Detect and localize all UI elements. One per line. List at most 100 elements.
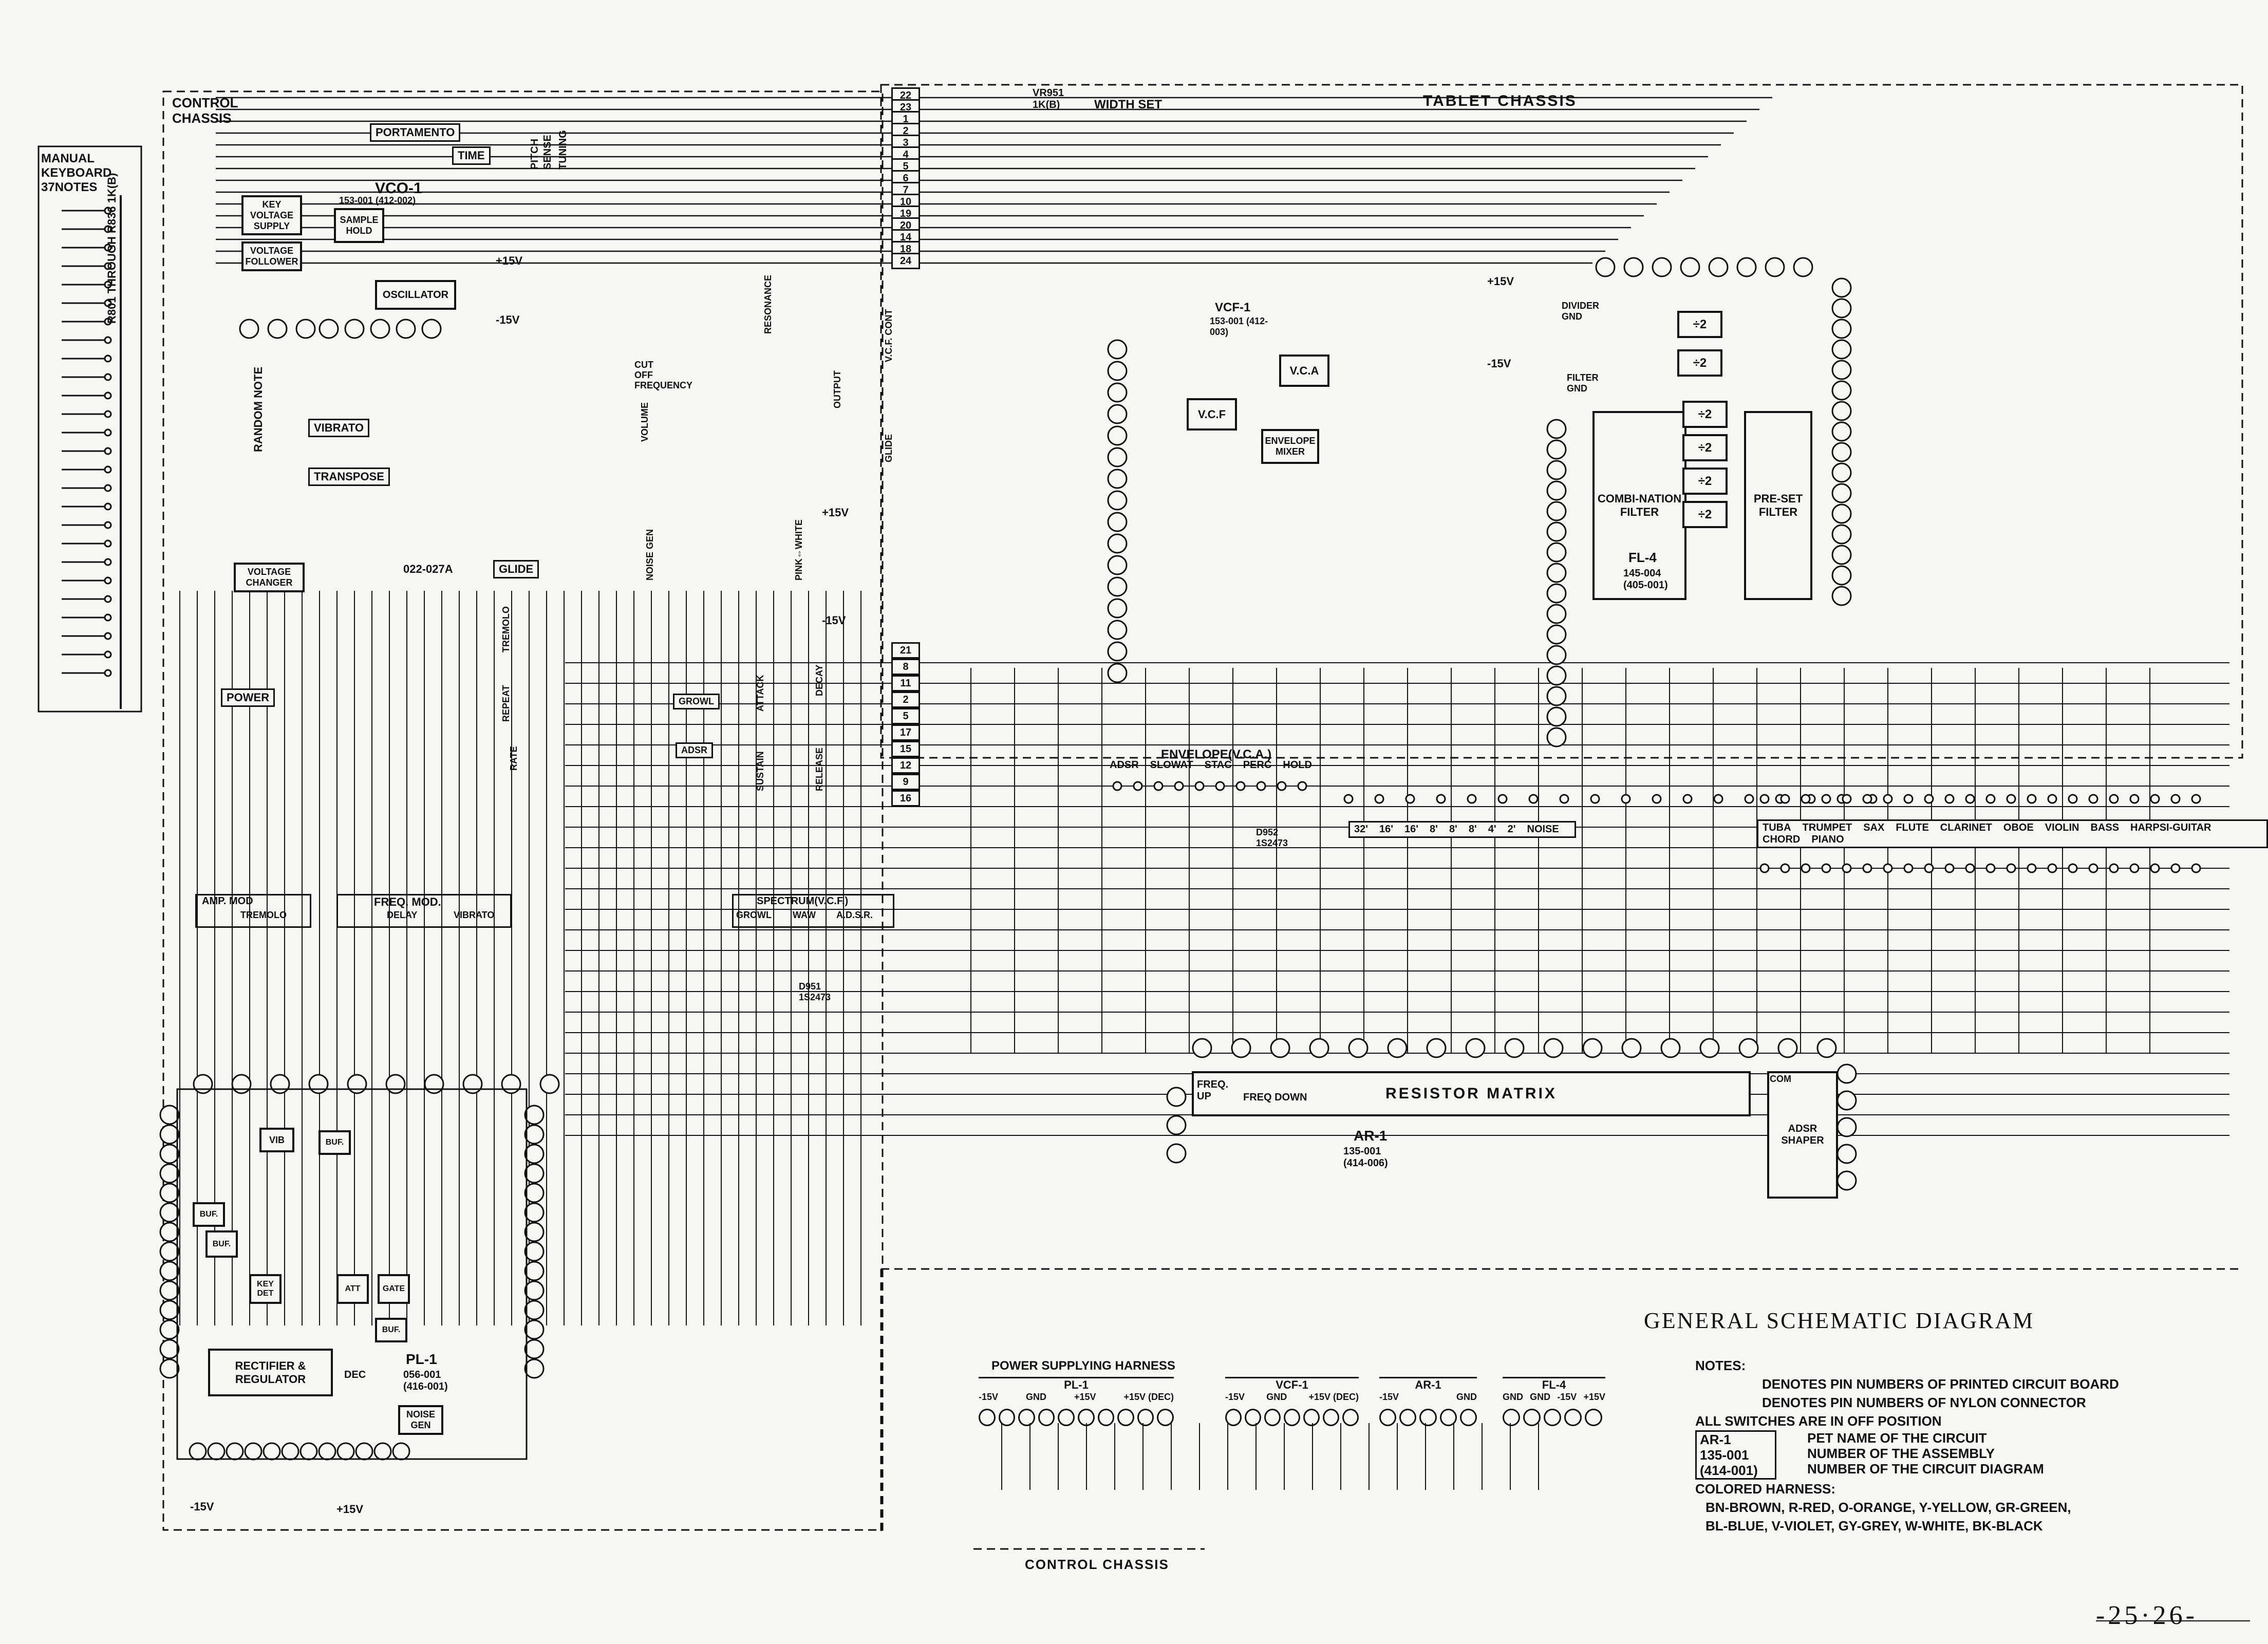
- envelope-switch-3[interactable]: PERC: [1243, 759, 1272, 771]
- envelope-switch-4[interactable]: HOLD: [1283, 759, 1312, 771]
- key-contact-node: [104, 632, 112, 640]
- voice-switch-7[interactable]: BASS: [2090, 822, 2120, 833]
- footage-switch-4[interactable]: 8': [1449, 824, 1457, 835]
- voice-switch-10[interactable]: PIANO: [1811, 834, 1844, 845]
- harness-pin: [1117, 1409, 1134, 1426]
- key-contact-node: [104, 410, 112, 418]
- voice-contact: [2191, 794, 2201, 804]
- vco-pin: [295, 319, 316, 339]
- footage-contact: [1590, 794, 1600, 804]
- pl1-right-pin: [524, 1241, 545, 1262]
- divider-block-4: ÷2: [1682, 434, 1728, 461]
- voice-contact: [1903, 794, 1914, 804]
- power-switch[interactable]: POWER: [221, 688, 275, 707]
- footage-contact: [1713, 794, 1723, 804]
- vibrato-control[interactable]: VIBRATO: [308, 419, 369, 437]
- pl1-bottom-pin: [207, 1442, 226, 1461]
- connector-pin: 16: [891, 790, 920, 807]
- footage-switch-1[interactable]: 16': [1379, 824, 1394, 835]
- footage-contact: [1497, 794, 1508, 804]
- voice-contact-lower: [1965, 863, 1975, 873]
- pl1-top-pin: [539, 1074, 560, 1094]
- manual-keyboard-label: MANUAL KEYBOARD 37NOTES: [41, 152, 112, 194]
- envelope-vca-label: ENVELOPE(V.C.A.): [1161, 748, 1272, 761]
- fl4-top-pin: [1736, 257, 1757, 277]
- voice-contact: [2170, 794, 2181, 804]
- envelope-switch-2[interactable]: STAC: [1204, 759, 1232, 771]
- key-contact-node: [104, 447, 112, 455]
- footage-switch-6[interactable]: 4': [1488, 824, 1496, 835]
- pl1-left-pin: [159, 1124, 180, 1145]
- d952-label: D952 1S2473: [1256, 827, 1288, 848]
- growl-control[interactable]: GROWL: [673, 694, 720, 709]
- footage-switch-3[interactable]: 8': [1430, 824, 1438, 835]
- ar1-top-pin: [1543, 1038, 1564, 1058]
- voice-switch-6[interactable]: VIOLIN: [2045, 822, 2079, 833]
- footage-switch-5[interactable]: 8': [1468, 824, 1477, 835]
- voice-contact: [1883, 794, 1893, 804]
- harness-pin: [1245, 1409, 1261, 1426]
- voice-switch-8[interactable]: HARPSI-GUITAR: [2130, 822, 2211, 833]
- voice-switch-9[interactable]: CHORD: [1763, 834, 1801, 845]
- att-block: ATT: [336, 1274, 369, 1304]
- vib-block: VIB: [259, 1128, 294, 1152]
- vcf1-pin: [1107, 447, 1128, 468]
- width-set-label: WIDTH SET: [1094, 98, 1162, 111]
- divider-block-1: ÷2: [1677, 311, 1722, 338]
- voice-switch-0[interactable]: TUBA: [1763, 822, 1791, 833]
- voice-switch-5[interactable]: OBOE: [2003, 822, 2034, 833]
- fl4-top-pin: [1595, 257, 1616, 277]
- voice-contact: [1965, 794, 1975, 804]
- divider-gnd-label: DIVIDER GND: [1562, 301, 1600, 322]
- voice-switch-4[interactable]: CLARINET: [1940, 822, 1992, 833]
- notes-nylon-pin: DENOTES PIN NUMBERS OF NYLON CONNECTOR: [1762, 1395, 2086, 1410]
- voice-contact-lower: [2027, 863, 2037, 873]
- volume-label: VOLUME: [640, 402, 650, 442]
- glide-control[interactable]: GLIDE: [493, 560, 539, 578]
- ar1-top-pin: [1699, 1038, 1720, 1058]
- voice-contact: [2068, 794, 2078, 804]
- connector-pin: 8: [891, 659, 920, 675]
- pl1-top-pin: [231, 1074, 252, 1094]
- glide-jack-label: GLIDE: [884, 434, 894, 462]
- voice-switch-3[interactable]: FLUTE: [1896, 822, 1929, 833]
- footage-switch-8[interactable]: NOISE: [1527, 824, 1559, 835]
- envelope-switch-1[interactable]: SLOWAT: [1150, 759, 1193, 771]
- ar1-top-pin: [1387, 1038, 1408, 1058]
- footage-switch-2[interactable]: 16': [1404, 824, 1419, 835]
- voice-switch-1[interactable]: TRUMPET: [1802, 822, 1852, 833]
- keyboard-outline: [38, 145, 142, 713]
- notes-pet-name: PET NAME OF THE CIRCUIT: [1807, 1430, 1987, 1446]
- portamento-control[interactable]: PORTAMENTO: [370, 123, 461, 142]
- voice-contact: [2109, 794, 2119, 804]
- voice-contact: [1985, 794, 1996, 804]
- footage-switch-0[interactable]: 32': [1354, 824, 1369, 835]
- fl4-right-pin: [1831, 565, 1852, 586]
- noise-gen-label: NOISE GEN: [645, 529, 655, 581]
- sustain-label: SUSTAIN: [755, 751, 765, 791]
- fl4-left-pin: [1546, 480, 1567, 501]
- envelope-switch-0[interactable]: ADSR: [1110, 759, 1139, 771]
- vcf-cont-label: V.C.F. CONT: [884, 309, 894, 362]
- harness-pin: [1544, 1409, 1561, 1426]
- freq-mod-delay-label: DELAY: [387, 910, 418, 920]
- time-control[interactable]: TIME: [452, 146, 491, 165]
- combination-filter-block: COMBI-NATION FILTER: [1592, 411, 1686, 600]
- adsr-control[interactable]: ADSR: [676, 742, 714, 758]
- voice-contact-lower: [2006, 863, 2016, 873]
- footage-contact: [1467, 794, 1477, 804]
- voice-contact-lower: [1862, 863, 1872, 873]
- pl1-left-pin: [159, 1280, 180, 1301]
- harness-group-voltage: -15V: [1557, 1392, 1577, 1402]
- pl1-right-pin: [524, 1124, 545, 1145]
- voice-contact: [2129, 794, 2140, 804]
- harness-pin: [1585, 1409, 1602, 1426]
- footage-switch-7[interactable]: 2': [1507, 824, 1516, 835]
- harness-group-voltage: -15V: [979, 1392, 999, 1402]
- envelope-contact: [1112, 781, 1122, 791]
- transpose-control[interactable]: TRANSPOSE: [308, 468, 390, 486]
- voice-switch-2[interactable]: SAX: [1863, 822, 1885, 833]
- envelope-contact: [1235, 781, 1246, 791]
- fl4-right-pin: [1831, 586, 1852, 606]
